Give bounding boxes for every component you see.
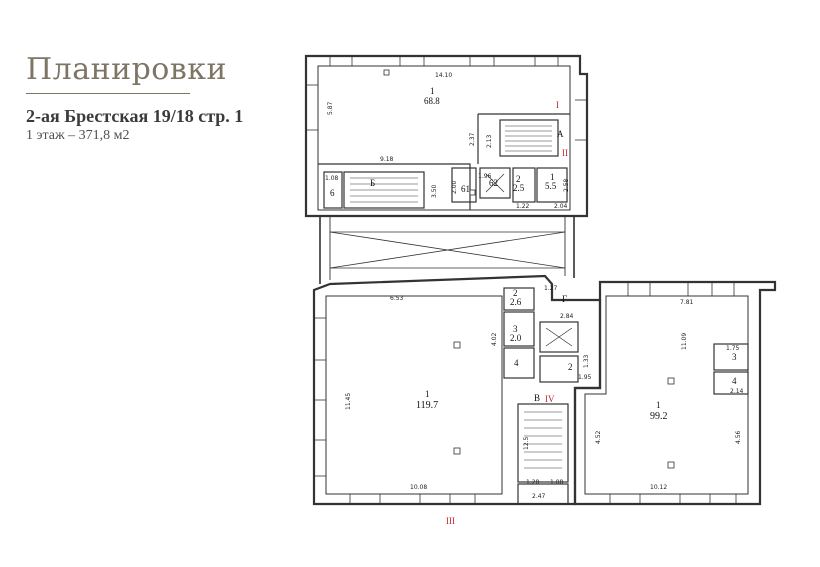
dim-4-56: 4.56 [735, 430, 742, 444]
dim-4-02: 4.02 [491, 332, 498, 346]
elevator-lower [539, 321, 579, 353]
stair-a [499, 119, 559, 157]
dim-2-47: 2.47 [532, 493, 546, 500]
room-lower-1-number: 1 [425, 389, 430, 399]
small-room-2b: 2 [568, 362, 573, 372]
small-room-2-area: 2.6 [510, 297, 522, 307]
dim-10-08: 10.08 [410, 484, 427, 491]
upper-inner-wall [317, 65, 571, 211]
dim-1-95: 1.95 [578, 374, 592, 381]
room-upper-1b-area: 5.5 [545, 181, 557, 191]
dim-2-14: 2.14 [730, 388, 744, 395]
dim-2-00: 2.00 [451, 180, 458, 194]
lower-left-windows [314, 317, 476, 504]
dim-10-12: 10.12 [650, 484, 667, 491]
dim-9-18: 9.18 [380, 156, 394, 163]
dim-6-53: 6.53 [390, 295, 404, 302]
room-lower-1-area: 119.7 [416, 400, 438, 411]
dim-2-58: 2.58 [563, 178, 570, 192]
upper-windows [306, 56, 587, 141]
dim-1-96: 1.96 [478, 173, 492, 180]
small-room-3-number: 3 [513, 324, 518, 334]
dim-1-22: 1.22 [516, 203, 530, 210]
small-room-2-number: 2 [513, 288, 518, 298]
dim-1-28: 1.28 [526, 479, 540, 486]
room-6: 6 [330, 188, 335, 198]
dim-1-08: 1.08 [325, 175, 339, 182]
dim-5-87: 5.87 [327, 101, 334, 115]
room-upper-2-area: 2.5 [513, 183, 525, 193]
marker-iv: IV [545, 394, 555, 404]
stair-v [517, 403, 569, 483]
small-room-3-area: 2.0 [510, 333, 522, 343]
elevator-upper [479, 167, 511, 199]
title-underline [26, 93, 190, 94]
room-upper-1-number: 1 [430, 86, 435, 96]
section-markers: I II III IV [446, 100, 568, 526]
stair-a-letter: А [557, 129, 564, 139]
upper-partition [318, 163, 471, 210]
lower-right-outer-wall [573, 280, 777, 506]
page-title: Планировки [26, 52, 227, 87]
dim-7-81: 7.81 [680, 299, 694, 306]
lower-right-windows [609, 282, 737, 504]
marker-ii: II [562, 148, 568, 158]
dim-1-27: 1.27 [544, 285, 558, 292]
stair-b-letter: Б [370, 178, 375, 188]
room-r4: 4 [732, 376, 737, 386]
room-lower-r-number: 1 [656, 400, 661, 410]
small-room-4: 4 [514, 358, 519, 368]
dim-11-45: 11.45 [345, 393, 352, 410]
upper-outer-wall [304, 54, 589, 218]
dim-2-04: 2.04 [554, 203, 568, 210]
room-62: 62 [489, 178, 498, 188]
dim-4-52: 4.52 [595, 430, 602, 444]
room-upper-1-area: 68.8 [424, 96, 440, 106]
room-lower-r-area: 99.2 [650, 411, 668, 422]
lower-labels: 6.53 11.45 1 119.7 10.08 1.27 2.84 Г 2 2… [345, 285, 744, 500]
dim-3-50: 3.50 [431, 184, 438, 198]
marker-i: I [556, 100, 559, 110]
dim-2-37: 2.37 [469, 132, 476, 146]
floor-area-info: 1 этаж – 371,8 м2 [26, 128, 130, 143]
dim-11-09: 11.09 [681, 333, 688, 350]
marker-iii: III [446, 516, 455, 526]
connector [319, 216, 575, 284]
room-61: 61 [461, 184, 470, 194]
dim-1-08b: 1.08 [550, 479, 564, 486]
lower-left-outer-wall [312, 274, 602, 506]
room-r3: 3 [732, 352, 737, 362]
stair-b [343, 171, 425, 209]
room-upper-1b-number: 1 [550, 172, 555, 182]
columns [383, 69, 675, 469]
upper-labels: 1 68.8 14.10 5.87 9.18 2.37 2.13 А Б 6 1… [325, 72, 570, 210]
dim-1-75: 1.75 [726, 345, 740, 352]
room-upper-2-number: 2 [516, 174, 521, 184]
dim-2-84: 2.84 [560, 313, 574, 320]
dim-14-10: 14.10 [435, 72, 452, 79]
letter-g: Г [562, 294, 567, 304]
building-address: 2-ая Брестская 19/18 стр. 1 [26, 106, 244, 126]
dim-12-5: 12.5 [523, 436, 530, 450]
dim-1-33: 1.33 [583, 354, 590, 368]
dim-2-13: 2.13 [486, 134, 493, 148]
letter-v: В [534, 393, 540, 403]
